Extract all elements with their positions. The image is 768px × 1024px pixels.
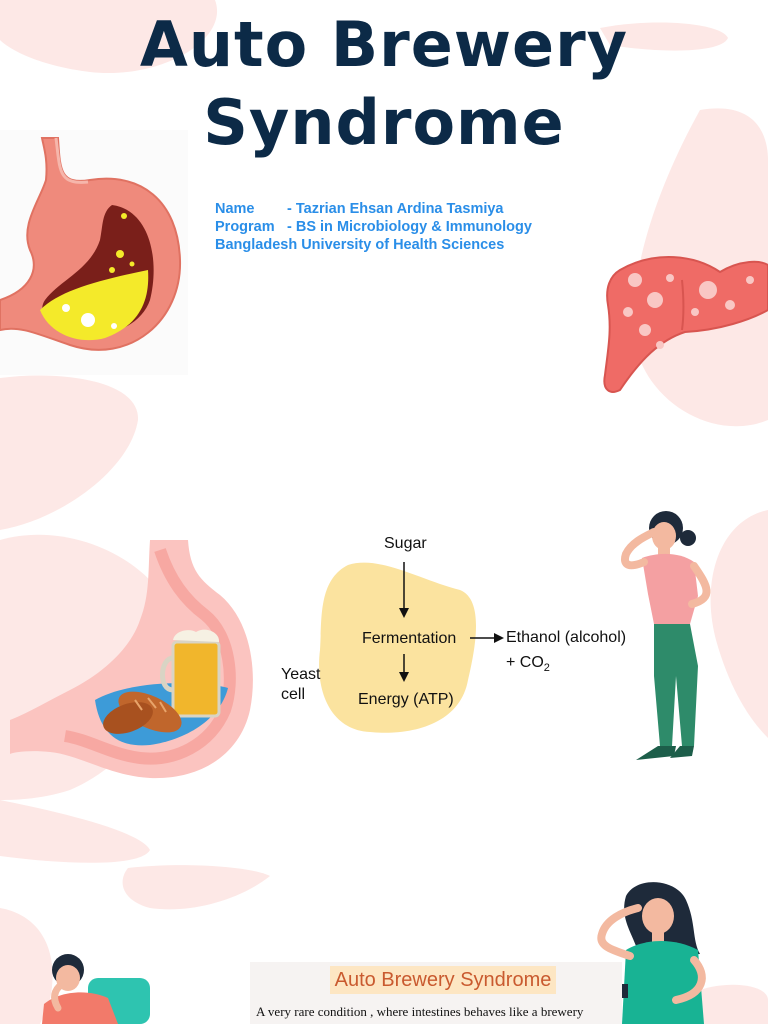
- woman-dizzy-illustration: [621, 511, 711, 760]
- stomach-beer-illustration: [10, 540, 253, 779]
- ethanol-label: Ethanol (alcohol): [506, 629, 627, 646]
- name-row: Name - Tazrian Ehsan Ardina Tasmiya: [215, 200, 532, 218]
- program-label: Program: [215, 219, 275, 235]
- bg-blob-bottom-right: [690, 984, 768, 1024]
- bg-blob-top-right: [600, 22, 728, 51]
- university-name: Bangladesh University of Health Sciences: [215, 237, 505, 253]
- woman-thinking-illustration: [597, 882, 706, 1024]
- co2-label: + CO2: [506, 654, 550, 674]
- caption-title: Auto Brewery Syndrome: [330, 966, 556, 994]
- name-label: Name: [215, 201, 255, 217]
- fermentation-diagram: [319, 562, 504, 733]
- co2-prefix: + CO: [506, 654, 544, 671]
- yeast-cell-label: Yeast cell: [281, 665, 320, 705]
- name-value: - Tazrian Ehsan Ardina Tasmiya: [287, 201, 504, 217]
- co2-subscript: 2: [543, 662, 550, 675]
- author-info: Name - Tazrian Ehsan Ardina Tasmiya Progr…: [215, 200, 532, 254]
- university-row: Bangladesh University of Health Sciences: [215, 236, 532, 254]
- caption-subtitle: A very rare condition , where intestines…: [256, 1004, 584, 1019]
- bg-blob-left-mid: [0, 375, 139, 530]
- liver-illustration: [603, 256, 768, 393]
- person-headache-illustration: [42, 954, 150, 1024]
- energy-label: Energy (ATP): [358, 691, 454, 708]
- program-row: Program - BS in Microbiology & Immunology: [215, 218, 532, 236]
- title-line-1: Auto Brewery: [139, 8, 629, 81]
- bg-blob-right-lower: [710, 510, 768, 738]
- fermentation-label: Fermentation: [362, 630, 457, 647]
- program-value: - BS in Microbiology & Immunology: [287, 219, 532, 235]
- bg-blob-bottom-mid: [122, 865, 270, 910]
- stomach-acid-illustration: [0, 130, 188, 375]
- bg-blob-left-bottom: [0, 800, 150, 863]
- yeast-cell-shape: [319, 562, 477, 733]
- bg-blob-bottom-left: [0, 908, 53, 1024]
- title-line-2: Syndrome: [203, 86, 565, 159]
- bg-blob-top-left: [0, 0, 218, 74]
- sugar-label: Sugar: [384, 535, 427, 552]
- yeast-label-line1: Yeast: [281, 666, 321, 683]
- yeast-label-line2: cell: [281, 686, 306, 703]
